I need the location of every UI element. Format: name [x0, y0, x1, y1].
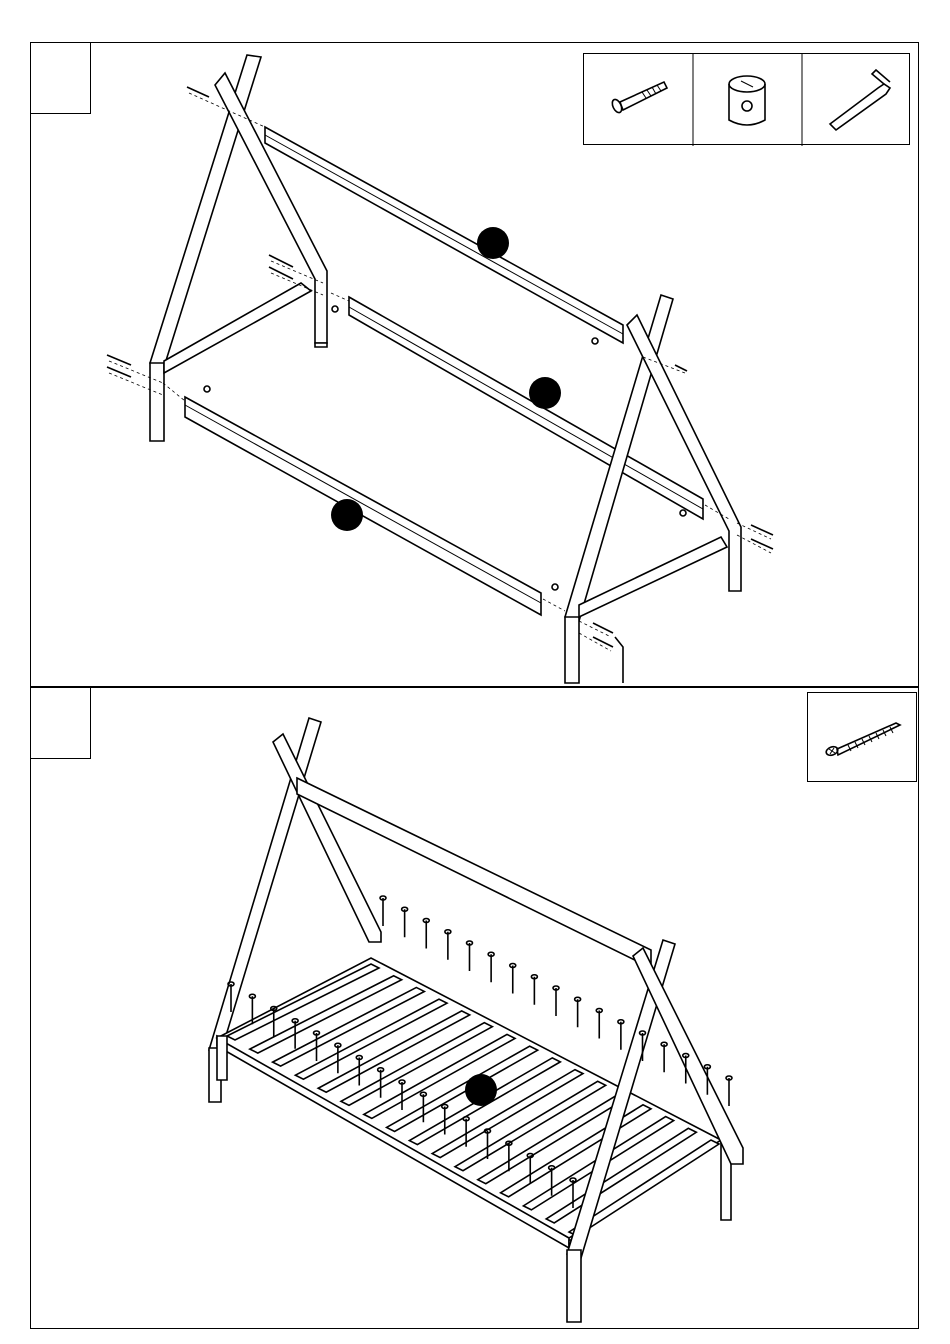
part-callout	[331, 499, 363, 531]
allen-key-icon	[615, 637, 623, 683]
wood-screw-icon	[531, 975, 537, 1005]
wood-screw-icon	[596, 1009, 602, 1039]
wood-screw-icon	[445, 930, 451, 960]
step-2-illustration	[31, 688, 920, 1330]
wood-screw-icon	[510, 964, 516, 994]
part-callout	[529, 377, 561, 409]
step-1-illustration	[31, 43, 920, 688]
step-2-panel	[30, 687, 919, 1329]
wood-screw-icon	[726, 1076, 732, 1106]
wood-screw-icon	[661, 1042, 667, 1072]
wood-screw-icon	[467, 941, 473, 971]
wood-screw-icon	[402, 907, 408, 937]
wood-screw-icon	[380, 896, 386, 926]
wood-screw-icon	[488, 952, 494, 982]
step-1-panel	[30, 42, 919, 687]
wood-screw-icon	[575, 997, 581, 1027]
side-rail	[185, 397, 541, 615]
part-callout	[465, 1074, 497, 1106]
wood-screw-icon	[553, 986, 559, 1016]
part-callout	[477, 227, 509, 259]
wood-screw-icon	[423, 919, 429, 949]
wood-screw-icon	[618, 1020, 624, 1050]
left-a-frame	[150, 55, 327, 441]
